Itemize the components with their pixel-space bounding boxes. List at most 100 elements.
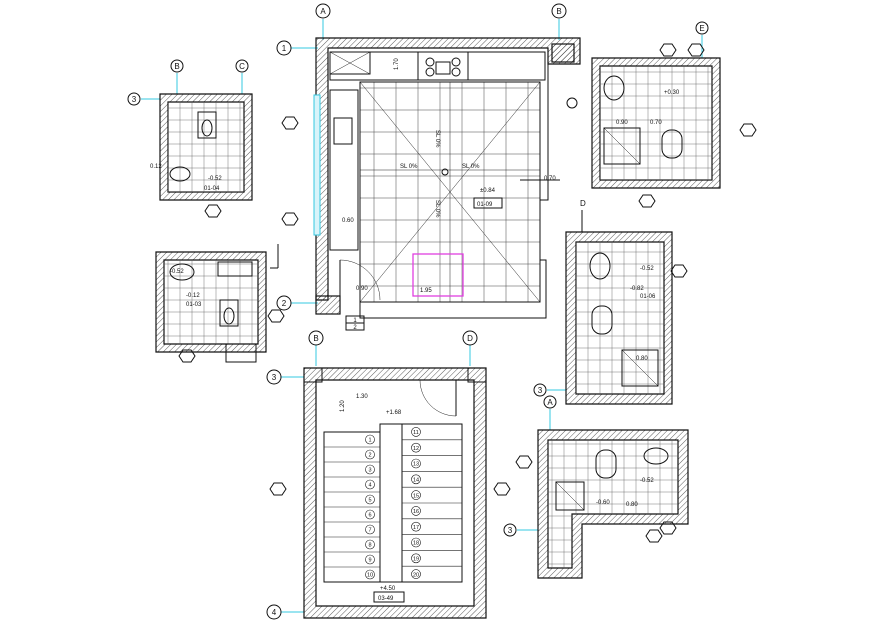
grid-bubble-3-bath-d: 3 xyxy=(533,383,566,397)
level-2: -0.52 xyxy=(640,478,654,484)
step-label: 11 xyxy=(411,427,421,437)
washbasin xyxy=(643,447,669,465)
squat-toilet xyxy=(197,111,217,139)
dim-1: 0.90 xyxy=(616,120,628,126)
column xyxy=(551,43,575,63)
bathroom-a-plan: B C 3 -0.52 01-04 0.12 xyxy=(127,59,299,226)
step-label: 5 xyxy=(365,494,375,505)
tag: 01-06 xyxy=(640,294,656,300)
elevation-tag xyxy=(269,482,287,496)
grid-bubble-c-bath-a: C xyxy=(235,59,249,94)
svg-text:3: 3 xyxy=(538,386,543,395)
dim-bottom: 0.90 xyxy=(356,286,368,292)
svg-text:B: B xyxy=(313,334,318,343)
level-b: -0.12 xyxy=(186,293,200,299)
level-a: -0.52 xyxy=(640,266,654,272)
grid-label-d: D xyxy=(580,199,586,208)
step-label: 10 xyxy=(365,569,375,580)
bath-b-tiles xyxy=(164,260,258,344)
step-label: 8 xyxy=(365,539,375,550)
washbasin xyxy=(169,166,191,182)
svg-text:3: 3 xyxy=(368,468,371,474)
elevation-tag xyxy=(670,264,688,278)
floor-level: ±0.84 xyxy=(480,188,496,194)
svg-text:2: 2 xyxy=(368,453,371,459)
toilet xyxy=(661,129,683,159)
dim-top: 1.30 xyxy=(356,394,368,400)
grid-label: 1 xyxy=(282,44,287,53)
kitchen-bottom-wall xyxy=(359,302,547,319)
elevation-tag xyxy=(204,204,222,218)
grid-bubble-3-bath-e: 3 xyxy=(503,523,538,537)
bath-counter xyxy=(217,261,253,277)
step-label: 13 xyxy=(411,458,421,469)
kitchen-right-wall xyxy=(539,64,549,312)
elevation-tag xyxy=(267,309,285,323)
grid-label: A xyxy=(320,7,326,16)
svg-text:3: 3 xyxy=(508,526,513,535)
elevation-tag xyxy=(739,123,757,137)
tag: 01-03 xyxy=(186,302,202,308)
svg-text:3: 3 xyxy=(272,373,277,382)
svg-text:7: 7 xyxy=(368,528,371,534)
elevation-tag xyxy=(638,194,656,208)
bath-d-tiles xyxy=(576,242,664,394)
grid-bubble-a-kitchen: A xyxy=(315,3,331,40)
kitchen-plan: A B 1 2 xyxy=(276,3,581,331)
grid-bubble-d-stair: D xyxy=(462,330,478,366)
grid-bubble-3-bath-a: 3 xyxy=(127,92,160,106)
svg-text:D: D xyxy=(467,334,473,343)
dim: 0.80 xyxy=(636,356,648,362)
tag: 01-04 xyxy=(204,186,220,192)
svg-text:19: 19 xyxy=(413,557,419,563)
bath-c-tiles xyxy=(600,66,712,180)
dim: 0.12 xyxy=(150,164,162,170)
level-a: -0.52 xyxy=(170,269,184,275)
step-label: 18 xyxy=(411,537,421,548)
dim-2: 0.70 xyxy=(650,120,662,126)
svg-text:3: 3 xyxy=(132,95,137,104)
stair-tag: 03-49 xyxy=(378,596,394,602)
side-counter xyxy=(329,89,359,251)
dim-top: 1.70 xyxy=(394,58,400,70)
toilet xyxy=(595,449,617,479)
step-label: 2 xyxy=(365,449,375,460)
grid-label: B xyxy=(556,7,561,16)
svg-text:2: 2 xyxy=(353,325,357,331)
elevation-tag xyxy=(687,43,705,57)
step-label: 1 xyxy=(365,434,375,445)
svg-text:B: B xyxy=(174,62,179,71)
slope-3: SL 0% xyxy=(462,164,480,170)
level-1: -0.60 xyxy=(596,500,610,506)
shower-tray xyxy=(621,349,659,387)
svg-text:5: 5 xyxy=(368,498,371,504)
bathroom-e-plan: A 3 -0.60 -0.52 0.80 xyxy=(503,395,689,579)
elevation-tag xyxy=(281,116,299,130)
step-label: 16 xyxy=(411,506,421,516)
step-label: 15 xyxy=(411,490,421,500)
section-mark: 1 2 xyxy=(345,315,365,331)
level-b: -0.82 xyxy=(630,286,644,292)
svg-text:C: C xyxy=(239,62,245,71)
bath-a-tiles xyxy=(168,102,244,192)
step-label: 17 xyxy=(411,521,421,532)
svg-text:E: E xyxy=(699,24,704,33)
grid-bubble-b-kitchen: B xyxy=(551,3,567,40)
svg-text:6: 6 xyxy=(368,513,371,519)
svg-text:4: 4 xyxy=(368,483,371,489)
level-tag: 01-09 xyxy=(477,202,493,208)
stove xyxy=(417,51,469,81)
grid-bubble-4-stair: 4 xyxy=(266,604,304,620)
bathroom-c-plan: E +0.30 0.90 0.70 xyxy=(566,21,757,208)
slope-4: SL 0% xyxy=(434,200,440,218)
step-label: 7 xyxy=(365,524,375,535)
level-tag-box xyxy=(473,197,503,209)
svg-text:12: 12 xyxy=(413,446,419,452)
elevation-tag xyxy=(659,43,677,57)
grid-label: 2 xyxy=(282,299,287,308)
svg-text:16: 16 xyxy=(413,509,419,515)
dim-right: 0.70 xyxy=(544,176,556,182)
